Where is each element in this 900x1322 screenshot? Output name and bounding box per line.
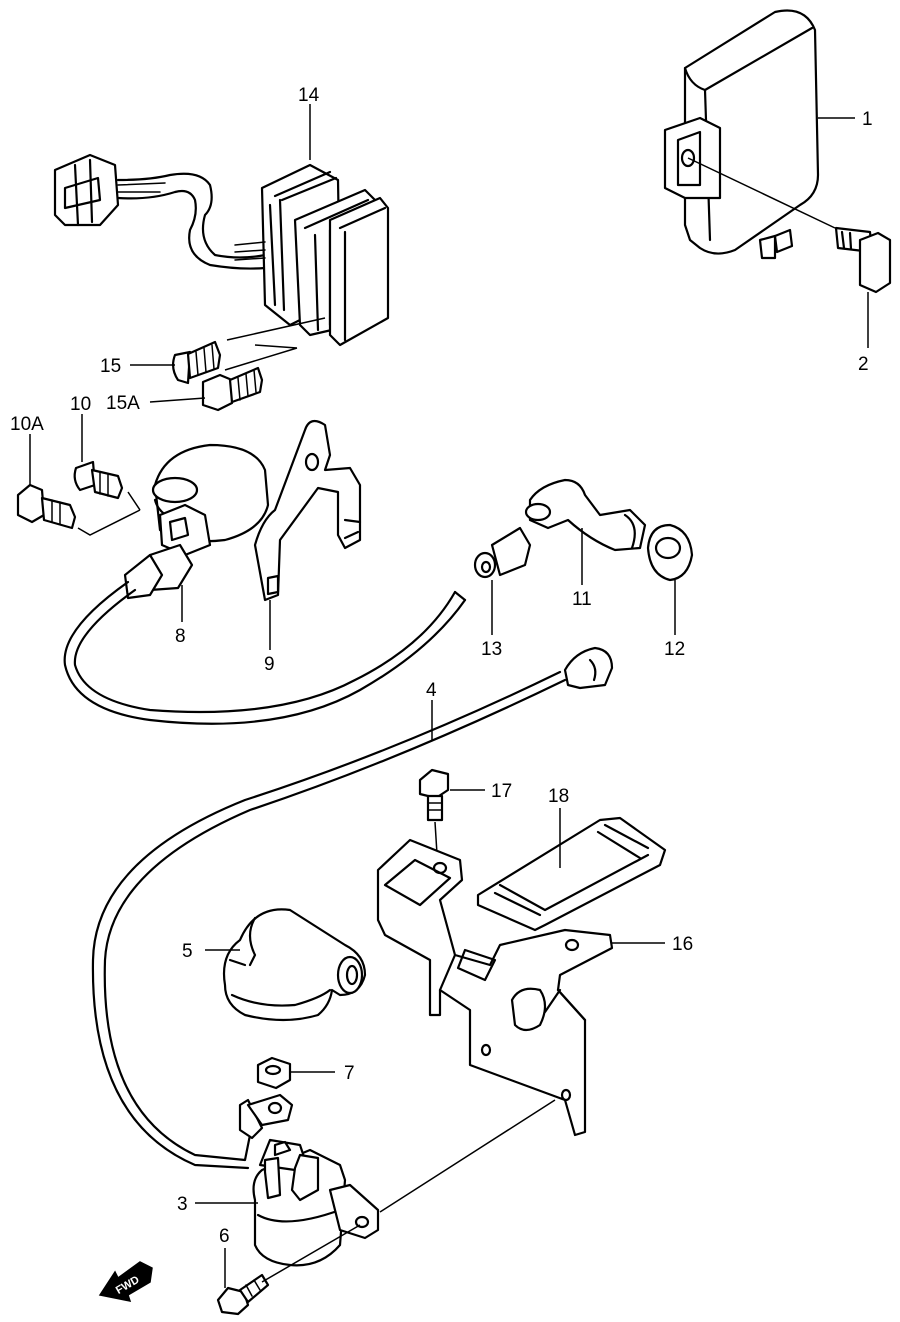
- callout-12: 12: [664, 639, 685, 660]
- callout-3: 3: [177, 1194, 188, 1215]
- part-10-screw: [73, 460, 124, 500]
- callout-7: 7: [344, 1063, 355, 1084]
- leader-15a: [149, 397, 206, 403]
- callout-17: 17: [491, 781, 512, 802]
- callout-11: 11: [572, 589, 592, 610]
- assembly-line-15: [224, 317, 326, 371]
- callout-14: 14: [298, 85, 320, 106]
- part-15a-bolt: [201, 366, 264, 412]
- part-4-terminal-bottom: [238, 1093, 294, 1140]
- part-7-nut: [256, 1056, 292, 1090]
- callout-16: 16: [672, 934, 693, 955]
- part-13-terminal-boot: [473, 526, 532, 579]
- callout-9: 9: [264, 654, 275, 675]
- part-15-screw: [171, 340, 222, 385]
- callout-10: 10: [70, 394, 91, 415]
- part-16-mount-bracket: [376, 838, 614, 1137]
- part-17-bolt: [418, 768, 450, 822]
- part-14-regulator: [53, 153, 390, 347]
- part-18-battery-band: [476, 816, 667, 932]
- part-3-starter-relay: [252, 1138, 380, 1267]
- part-12-grommet: [646, 523, 694, 582]
- assembly-line-10: [77, 491, 141, 536]
- part-4-terminal-top: [563, 646, 614, 690]
- callout-18: 18: [548, 786, 569, 807]
- callout-5: 5: [182, 941, 193, 962]
- callout-10a: 10A: [10, 414, 44, 435]
- leader-1-2-dashed: [687, 157, 836, 229]
- fwd-direction-arrow: FWD: [98, 1261, 153, 1302]
- callout-2: 2: [858, 354, 869, 375]
- callout-13: 13: [481, 639, 502, 660]
- part-2-bolt: [834, 226, 892, 294]
- high-tension-lead: [63, 580, 467, 725]
- part-1-cdi-unit: [663, 9, 820, 260]
- part-11-plug-cap: [524, 478, 647, 552]
- part-6-bolt: [216, 1273, 270, 1316]
- part-9-coil-bracket: [253, 419, 362, 602]
- callout-4: 4: [426, 680, 437, 701]
- callout-15: 15: [100, 356, 121, 377]
- callout-6: 6: [219, 1226, 230, 1247]
- part-8-ignition-coil: [123, 443, 270, 600]
- callout-15a: 15A: [106, 393, 140, 414]
- part-4-lead: [103, 678, 567, 1162]
- part-5-terminal-cover: [222, 908, 367, 1022]
- callout-8: 8: [175, 626, 186, 647]
- part-10a-bolt: [16, 483, 77, 530]
- callout-1: 1: [862, 109, 873, 130]
